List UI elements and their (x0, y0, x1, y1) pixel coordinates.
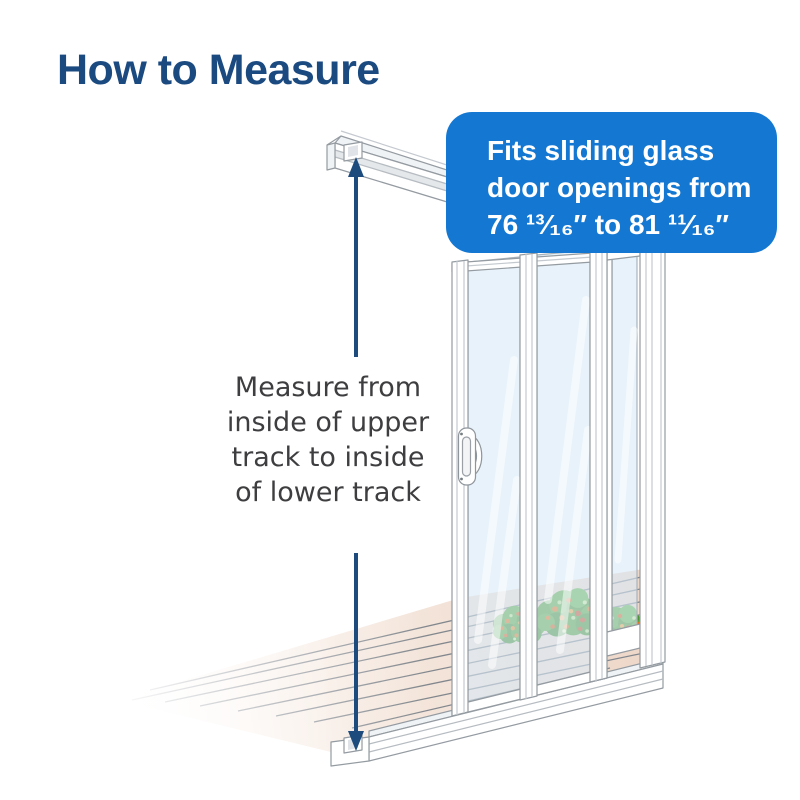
callout-line-1: Fits sliding glass (487, 135, 715, 166)
measure-arrow-down (348, 553, 364, 751)
measure-arrow-up-head (348, 157, 364, 177)
page-title: How to Measure (57, 46, 380, 94)
callout-line-2: door openings from (487, 172, 752, 203)
instruction-line-1: Measure from (234, 372, 422, 403)
measure-arrow-down-head (348, 731, 364, 751)
sliding-panel-mullion (519, 252, 538, 701)
glass-reflection-streaks (474, 296, 592, 669)
fixed-panel (606, 239, 666, 669)
callout-line-3: 76 ¹³⁄₁₆″ to 81 ¹¹⁄₁₆″ (487, 209, 729, 240)
door-handle (457, 427, 483, 486)
instruction-line-2: inside of upper (226, 407, 430, 438)
sliding-panel-right-stile (589, 246, 608, 683)
measure-arrow-up (348, 157, 364, 357)
measure-instruction: Measure from inside of upper track to in… (168, 370, 488, 510)
instruction-line-3: track to inside (231, 442, 425, 473)
instruction-line-4: of lower track (235, 477, 421, 508)
size-callout: Fits sliding glass door openings from 76… (446, 112, 777, 253)
sliding-panel (451, 246, 608, 717)
